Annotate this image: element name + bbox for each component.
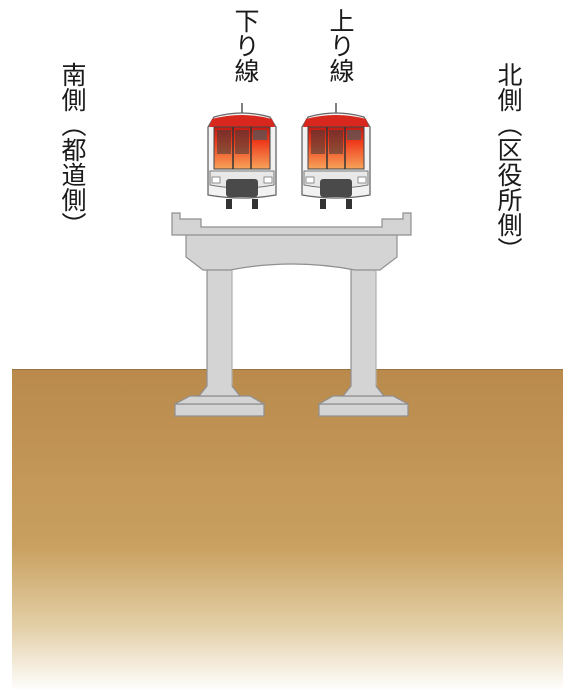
deck-slab bbox=[171, 212, 412, 236]
viaduct-structure bbox=[171, 212, 412, 417]
train-front-icon bbox=[301, 103, 371, 209]
south-side-label: 南側（都道側） bbox=[58, 62, 87, 237]
ground bbox=[12, 369, 563, 691]
crossbeam bbox=[185, 232, 398, 271]
left-footing bbox=[174, 403, 265, 417]
right-footing bbox=[318, 403, 409, 417]
north-side-label: 北側（区役所側） bbox=[494, 62, 523, 262]
down-line-label: 下り線 bbox=[231, 8, 260, 83]
train-front-icon bbox=[207, 103, 277, 209]
up-line-label: 上り線 bbox=[326, 8, 355, 83]
